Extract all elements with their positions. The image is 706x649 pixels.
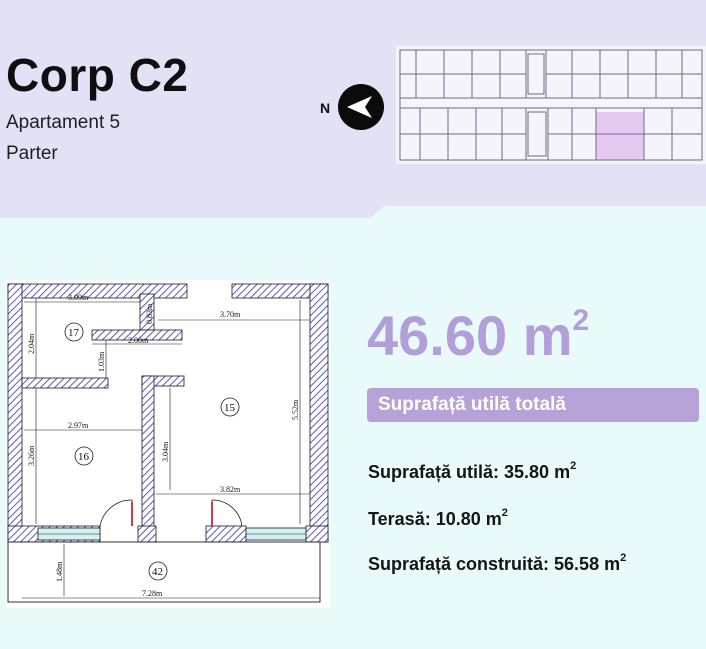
compass-label: N: [320, 100, 330, 116]
dim-label: 3.04m: [161, 441, 170, 462]
floor-label: Parter: [6, 143, 58, 164]
building-key-plan: [396, 46, 706, 164]
dim-label: 0.83m: [145, 303, 154, 324]
terrace-area-spec: Terasă: 10.80 m2: [368, 507, 508, 529]
usable-area-spec: Suprafață utilă: 35.80 m2: [368, 460, 577, 482]
apartment-floor-plan: 3.09m 0.83m 3.70m 2.04m 2.00m 1.03m 2.97…: [6, 280, 330, 608]
dim-label: 5.52m: [291, 399, 300, 420]
room-number: 42: [152, 566, 163, 578]
dim-label: 1.48m: [55, 561, 64, 582]
room-number: 15: [224, 402, 236, 414]
total-area-value: 46.60 m2: [367, 304, 590, 367]
dim-label: 3.26m: [27, 445, 36, 466]
room-number: 17: [68, 327, 80, 339]
north-arrow-icon: N: [320, 84, 384, 130]
dim-label: 1.03m: [97, 351, 106, 372]
window-glazing: [37, 527, 307, 541]
dim-label: 2.00m: [128, 336, 149, 345]
dim-label: 3.70m: [220, 310, 241, 319]
area-unit-exponent: 2: [572, 304, 590, 337]
built-area-spec: Suprafață construită: 56.58 m2: [368, 552, 627, 574]
dim-label: 3.09m: [68, 293, 89, 302]
door-swings: [99, 499, 243, 527]
dim-label: 2.04m: [27, 333, 36, 354]
room-number: 16: [78, 451, 90, 463]
total-area-badge: Suprafață utilă totală: [367, 388, 699, 422]
apartment-label: Apartament 5: [6, 112, 121, 133]
building-title: Corp C2: [6, 49, 189, 101]
dim-label: 2.97m: [68, 421, 89, 430]
dim-label: 7.28m: [142, 589, 163, 598]
terrace-outline: [7, 541, 321, 603]
header-divider: [0, 206, 706, 230]
dim-label: 3.82m: [220, 485, 241, 494]
